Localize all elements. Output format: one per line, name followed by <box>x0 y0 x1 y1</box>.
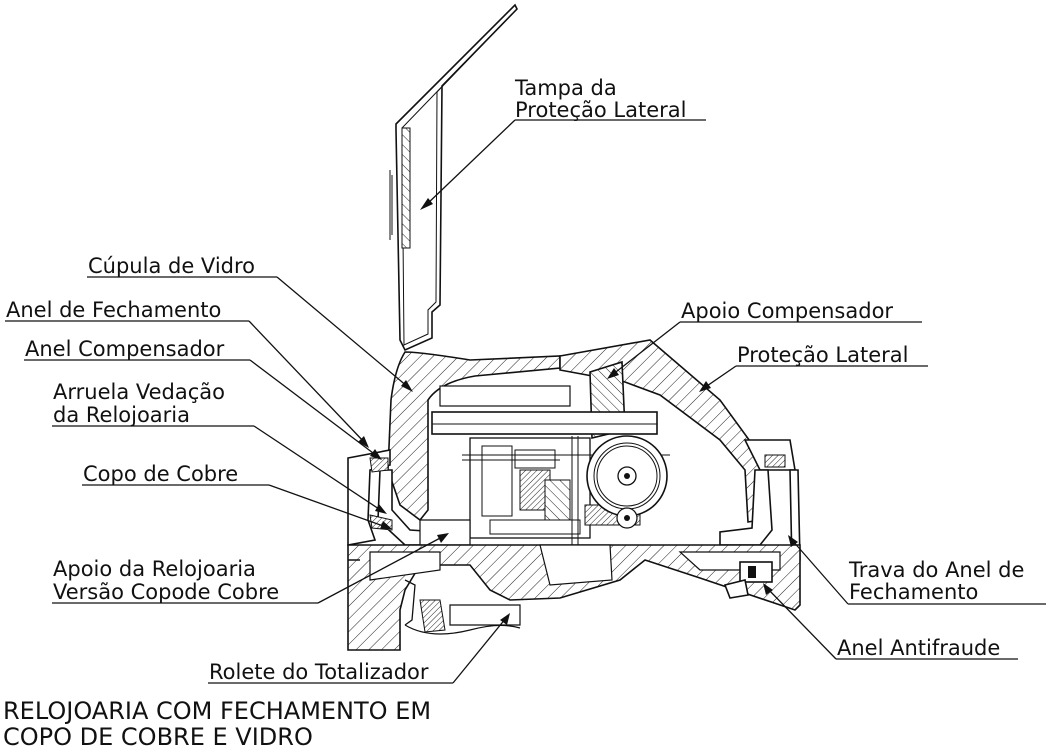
drawing-title-line2: COPO DE COBRE E VIDRO <box>3 723 313 751</box>
anti-fraud-ring <box>723 561 773 599</box>
label-apoio-compensador: Apoio Compensador <box>681 299 893 323</box>
label-arruela-line2: da Relojoaria <box>53 403 190 427</box>
label-anel-antifraude: Anel Antifraude <box>837 636 1000 660</box>
side-protection-lid <box>389 3 518 352</box>
label-anel-compensador: Anel Compensador <box>25 337 225 361</box>
label-trava-line1: Trava do Anel de <box>848 558 1024 582</box>
label-trava-line2: Fechamento <box>849 580 978 604</box>
gear-wheel <box>586 435 668 529</box>
label-apoio-relojoaria-line1: Apoio da Relojoaria <box>53 557 256 581</box>
label-apoio-relojoaria-line2: Versão Copode Cobre <box>53 580 279 604</box>
label-tampa-line1: Tampa da <box>514 76 617 100</box>
label-cupula-de-vidro: Cúpula de Vidro <box>88 254 255 278</box>
side-protection-body <box>559 339 796 523</box>
base-housing <box>347 544 801 651</box>
dial-plate <box>431 385 658 435</box>
copper-cup <box>377 469 773 546</box>
label-tampa-line2: Proteção Lateral <box>515 98 686 122</box>
label-rolete-totalizador: Rolete do Totalizador <box>209 660 429 684</box>
label-arruela-line1: Arruela Vedação <box>53 380 225 404</box>
label-anel-de-fechamento: Anel de Fechamento <box>6 298 221 322</box>
leader-lines <box>5 119 1046 684</box>
drawing-title-line1: RELOJOARIA COM FECHAMENTO EM <box>3 697 431 725</box>
label-copo-de-cobre: Copo de Cobre <box>83 462 238 486</box>
label-protecao-lateral: Proteção Lateral <box>737 343 908 367</box>
